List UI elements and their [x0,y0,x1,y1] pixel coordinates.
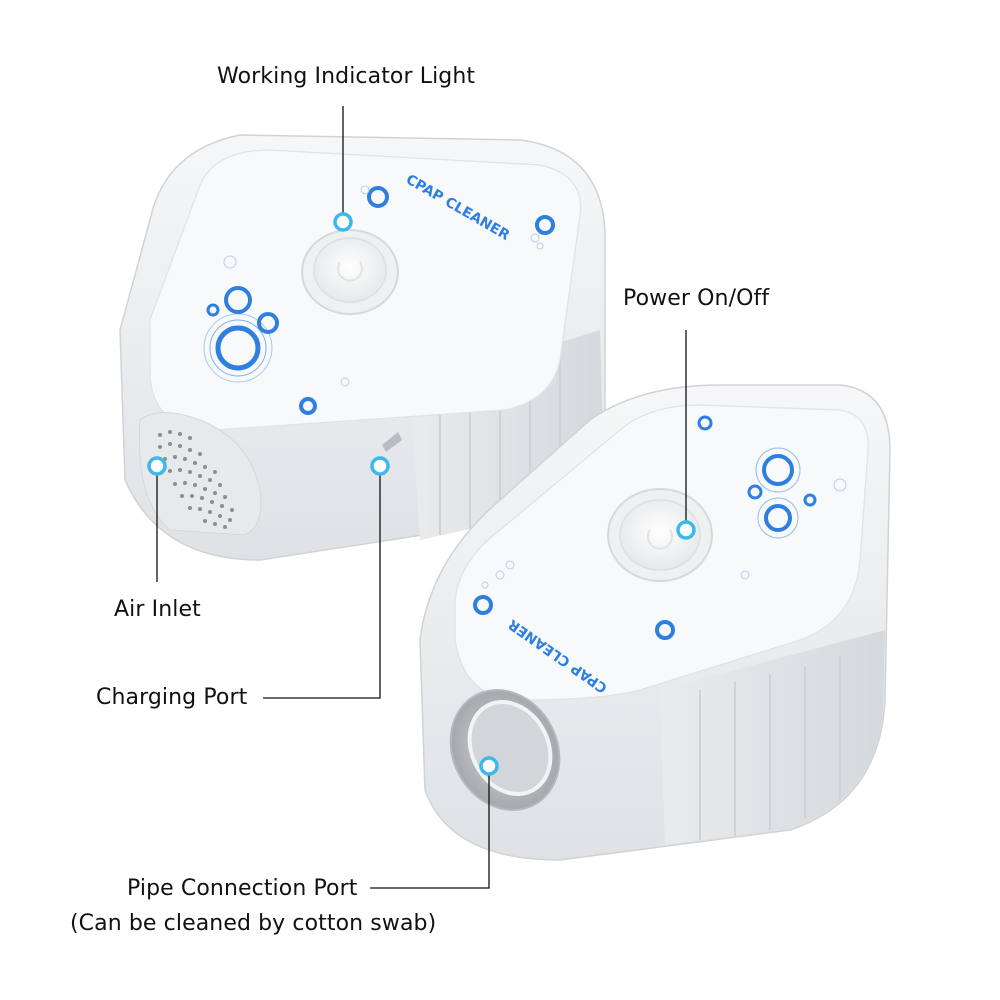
callout-working-indicator-light: Working Indicator Light [217,64,476,89]
power-symbol-icon [337,261,363,282]
marker-charging-port [370,456,390,476]
marker-air-inlet [147,456,167,476]
callout-charging-port: Charging Port [96,685,248,710]
device-bottom-right: CPAP CLEANER [419,384,891,861]
callout-power-on-off: Power On/Off [623,286,770,311]
charging-slot [382,432,402,452]
marker-working-indicator [333,212,353,232]
power-symbol-icon-2 [647,529,673,550]
marker-pipe-port [479,756,499,776]
callout-pipe-connection-note: (Can be cleaned by cotton swab) [70,911,437,936]
marker-power [676,520,696,540]
device-top-left: CPAP CLEANER [119,134,606,561]
leader-lines [156,106,687,889]
air-inlet-grill [158,430,234,529]
callout-pipe-connection-port: Pipe Connection Port [127,876,358,901]
callout-air-inlet: Air Inlet [114,597,201,622]
